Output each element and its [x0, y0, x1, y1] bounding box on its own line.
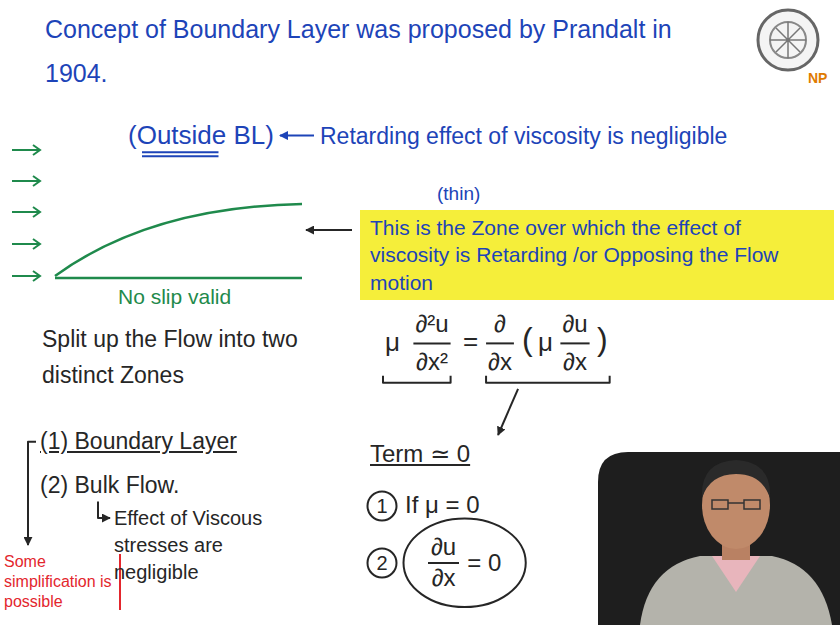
- condition-text: If μ = 0: [405, 491, 480, 520]
- side-note: Some simplification is possible: [4, 552, 116, 612]
- callout-number: 2: [376, 551, 387, 575]
- equation-symbol: μ: [538, 327, 553, 358]
- flow-arrow: [12, 145, 40, 155]
- callout-number: 1: [376, 494, 387, 518]
- annotation-note: Retarding effect of viscosity is negligi…: [320, 123, 727, 151]
- circle-outline-shape: [368, 549, 397, 578]
- equation-denominator: ∂x: [429, 564, 459, 593]
- flow-arrow: [12, 239, 40, 249]
- equation-symbol: =: [463, 326, 478, 357]
- circled-number: 1: [366, 490, 398, 522]
- equation-numerator: ∂u: [428, 533, 459, 564]
- equation-denominator: ∂x: [488, 348, 512, 377]
- term-bracket: [383, 376, 451, 383]
- presenter-head: [702, 461, 770, 549]
- presenter-vest: [640, 556, 832, 625]
- logo-text: NP: [808, 70, 827, 87]
- ellipse-outline-shape: [404, 519, 526, 608]
- result-text: Term ≃ 0: [370, 440, 470, 469]
- highlight-box: This is the Zone over which the effect o…: [360, 210, 834, 300]
- presenter-shirt: [712, 556, 760, 592]
- equation-numerator: ∂u: [562, 310, 587, 339]
- circled-equation: ∂u∂x = 0: [402, 517, 527, 609]
- fraction-bar: [486, 342, 514, 344]
- highlight-text: This is the Zone over which the effect o…: [370, 214, 824, 296]
- equation-symbol: μ: [385, 327, 400, 358]
- ellipse-outline: [402, 517, 527, 609]
- circled-number: 2: [366, 547, 398, 579]
- institute-logo: [758, 10, 818, 70]
- pointer-arrow: [498, 389, 518, 435]
- region-label: (Outside BL): [128, 120, 274, 151]
- hook-arrow: [98, 502, 110, 518]
- presenter-glasses: [712, 500, 760, 509]
- pointer-arrow: [306, 229, 352, 231]
- slide-title: Concept of Boundary Layer was proposed b…: [45, 8, 725, 96]
- zone-note: Effect of Viscous stresses are negligibl…: [114, 505, 304, 586]
- presenter-video: [598, 452, 840, 625]
- free-stream-arrows: [12, 145, 40, 281]
- presenter-hair: [702, 460, 770, 498]
- zone-heading: (1) Boundary Layer: [40, 428, 237, 456]
- note-text: Split up the Flow into two distinct Zone…: [42, 322, 304, 393]
- zone-heading: (2) Bulk Flow.: [40, 472, 179, 500]
- fraction-group: ∂u∂x: [428, 533, 459, 593]
- flow-arrow: [12, 271, 40, 281]
- pointer-arrow: [280, 135, 314, 137]
- fraction-bar: [413, 342, 450, 344]
- equation-denominator: ∂x: [563, 348, 587, 377]
- logo-ring: [758, 10, 818, 70]
- equation-numerator: ∂²u: [415, 310, 448, 339]
- equation-result: = 0: [467, 549, 501, 577]
- double-underline: [142, 151, 218, 153]
- fraction-bar: [560, 342, 589, 344]
- logo-ring: [770, 22, 806, 58]
- equation-numerator: ∂: [494, 310, 506, 339]
- double-underline: [142, 155, 218, 157]
- video-panel: [598, 452, 840, 625]
- insertion-note: (thin): [437, 183, 480, 206]
- term-bracket: [486, 376, 610, 383]
- zone-bracket: [28, 442, 36, 545]
- plate-label: No slip valid: [118, 284, 231, 309]
- equation-bracket: (: [522, 320, 533, 358]
- flat-plate: [55, 277, 302, 280]
- boundary-layer-edge: [55, 204, 302, 276]
- circle-outline-shape: [368, 492, 397, 521]
- equation-bracket: ): [597, 320, 608, 358]
- flow-arrow: [12, 207, 40, 217]
- flow-arrow: [12, 176, 40, 186]
- logo-spokes: [770, 22, 806, 58]
- equation-denominator: ∂x²: [416, 348, 448, 377]
